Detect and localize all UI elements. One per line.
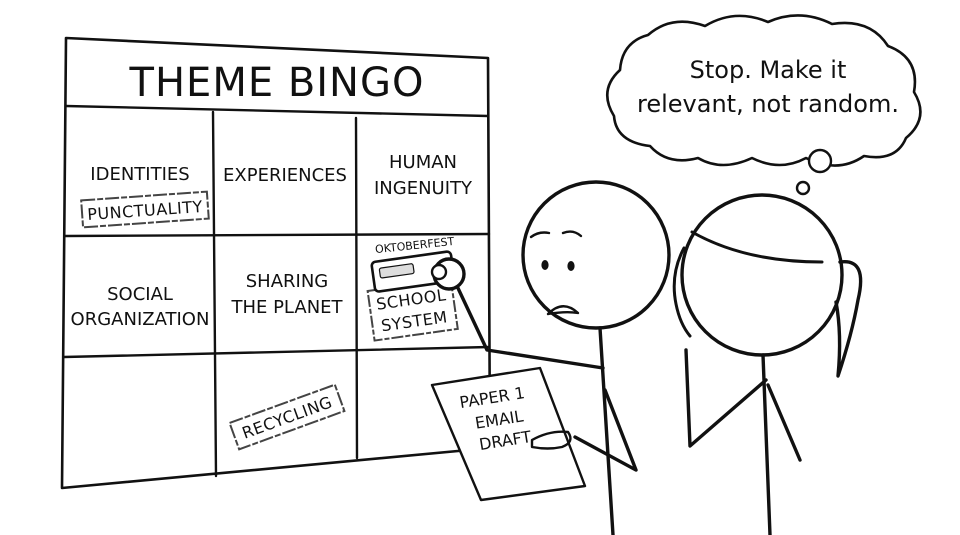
- worried-figure-torso: [598, 326, 615, 535]
- bingo-board: THEME BINGO IDENTITIES EXPERIENCES HUMAN…: [60, 36, 492, 490]
- paper-holding-hand: [530, 430, 572, 450]
- cell-social-organization-line-2: ORGANIZATION: [71, 309, 210, 330]
- stamp-recycling: RECYCLING: [228, 383, 346, 451]
- ponytail-figure: [672, 193, 863, 535]
- stamp-recycling-border: [228, 383, 346, 451]
- thought-cloud: [606, 14, 922, 167]
- ponytail-figure-arm: [684, 348, 768, 448]
- left-eyebrow: [529, 231, 551, 239]
- worried-figure-lower-arm: [573, 388, 638, 472]
- ponytail-figure-torso: [761, 353, 772, 535]
- cell-human-ingenuity-line-1: HUMAN: [389, 152, 457, 173]
- title-divider: [64, 104, 490, 118]
- grid-col-line-1: [211, 110, 218, 478]
- thought-bubble: Stop. Make it relevant, not random.: [606, 14, 922, 196]
- left-eye: [541, 260, 549, 270]
- stamp-tool-band: [378, 263, 415, 279]
- cell-identities: IDENTITIES: [90, 164, 189, 185]
- grid-row-line-1: [63, 232, 491, 238]
- stamp-punctuality: PUNCTUALITY: [80, 190, 210, 229]
- worried-figure-head: [521, 180, 671, 330]
- right-eye: [567, 261, 575, 271]
- cell-sharing-the-planet-line-1: SHARING: [246, 271, 329, 292]
- thought-dot-large: [807, 148, 833, 174]
- board-title: THEME BINGO: [129, 60, 425, 106]
- grid-col-line-2: [354, 116, 359, 460]
- thought-dot-small: [795, 180, 811, 196]
- cell-social-organization-line-1: SOCIAL: [107, 284, 173, 305]
- ponytail-figure-head: [680, 193, 844, 357]
- thinking-hand: [672, 246, 692, 338]
- thought-line-1: Stop. Make it: [690, 56, 847, 84]
- email-draft-paper: PAPER 1 EMAIL DRAFT: [430, 366, 587, 502]
- stamp-punctuality-border: [80, 190, 210, 229]
- cell-sharing-the-planet-line-2: THE PLANET: [230, 297, 343, 318]
- worried-figure-fist-inner: [430, 263, 448, 281]
- paper-sheet: [430, 366, 587, 502]
- worried-mouth: [546, 305, 580, 316]
- ponytail: [834, 260, 863, 378]
- cell-experiences: EXPERIENCES: [223, 165, 347, 186]
- right-eyebrow: [561, 230, 583, 238]
- hair-line: [690, 230, 824, 264]
- worried-figure: [430, 180, 671, 535]
- stamp-recycling-label: RECYCLING: [239, 392, 334, 442]
- thought-line-2: relevant, not random.: [637, 90, 899, 118]
- worried-figure-raised-arm: [455, 284, 605, 370]
- ponytail-figure-right-arm: [766, 383, 802, 462]
- grid-row-line-2: [62, 345, 491, 359]
- cell-human-ingenuity-line-2: INGENUITY: [374, 178, 473, 199]
